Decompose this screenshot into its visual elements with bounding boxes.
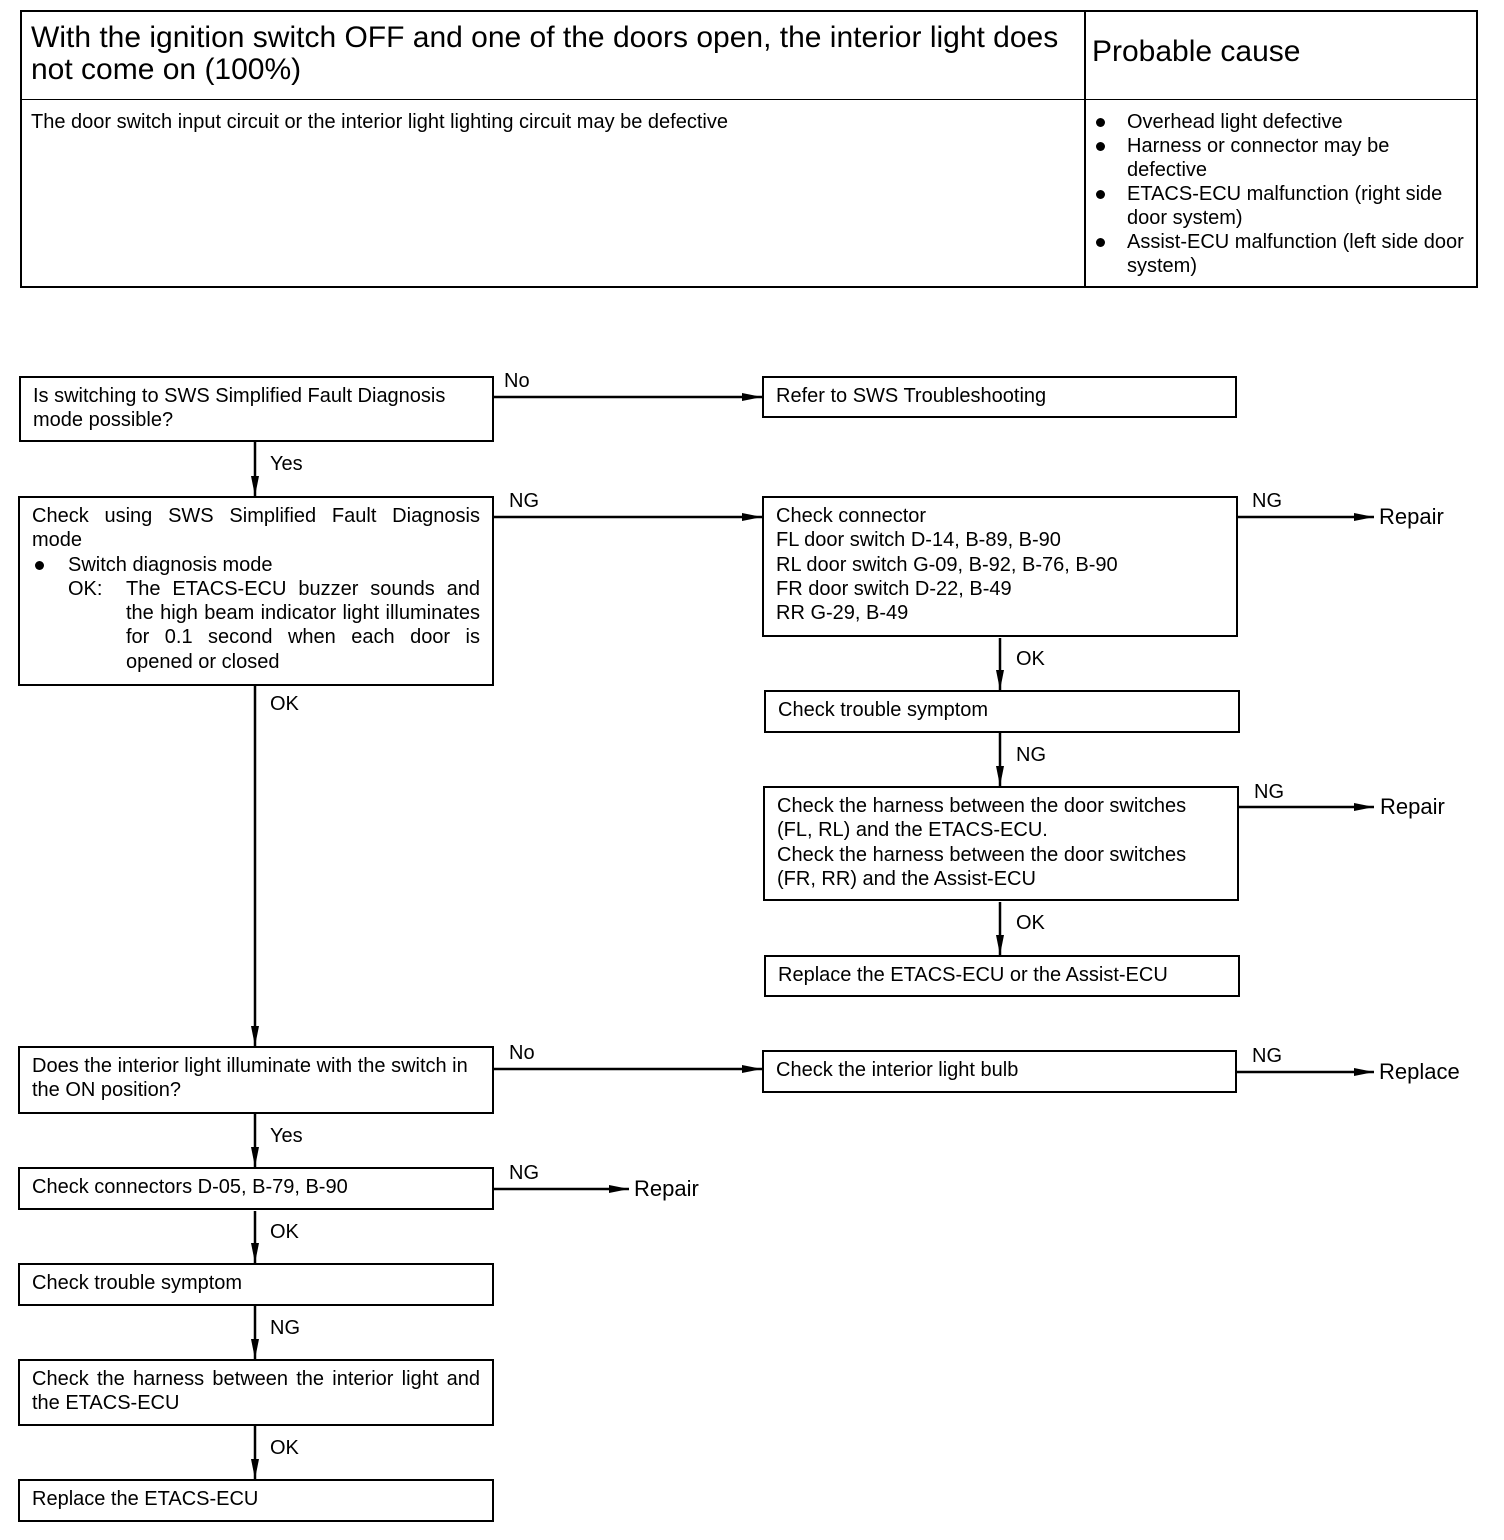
label-no: No [504,370,530,392]
check-connector-box: Check connector FL door switch D-14, B-8… [762,496,1238,637]
label-ok: OK [1016,648,1045,670]
cause-item: ETACS-ECU malfunction (right side door s… [1092,182,1470,230]
cause-item: Assist-ECU malfunction (left side door s… [1092,230,1470,278]
check-sws-mode-box: Check using SWS Simplified Fault Diagnos… [18,496,494,686]
symptom-table: With the ignition switch OFF and one of … [20,10,1478,288]
symptom-title: With the ignition switch OFF and one of … [31,21,1059,86]
probable-cause-list: Overhead light defective Harness or conn… [1092,110,1470,278]
cause-item: Harness or connector may be defective [1092,134,1470,182]
label-ng: NG [509,490,539,512]
table-divider-vertical [1084,12,1086,286]
probable-cause-heading: Probable cause [1092,35,1301,68]
question-interior-light: Does the interior light illuminate with … [18,1046,494,1114]
label-ng: NG [1254,781,1284,803]
label-ng: NG [270,1317,300,1339]
endpoint-replace: Replace [1379,1059,1460,1084]
label-ng: NG [1252,1045,1282,1067]
label-ok: OK [270,1221,299,1243]
label-yes: Yes [270,453,303,475]
question-sws-mode: Is switching to SWS Simplified Fault Dia… [19,376,494,442]
replace-etacs-ecu: Replace the ETACS-ECU [18,1479,494,1522]
endpoint-repair: Repair [1379,504,1444,529]
check-trouble-symptom-right: Check trouble symptom [764,690,1240,733]
label-yes: Yes [270,1125,303,1147]
check-harness-door-switches: Check the harness between the door switc… [763,786,1239,901]
check-sws-ok-row: OK: The ETACS-ECU buzzer sounds and the … [68,577,480,673]
endpoint-repair: Repair [1380,794,1445,819]
endpoint-repair: Repair [634,1176,699,1201]
check-interior-light-bulb: Check the interior light bulb [762,1050,1237,1093]
table-divider-horizontal [22,99,1476,100]
label-ng: NG [509,1162,539,1184]
label-ok: OK [270,693,299,715]
check-connectors-left: Check connectors D-05, B-79, B-90 [18,1167,494,1210]
label-no: No [509,1042,535,1064]
refer-sws-troubleshooting: Refer to SWS Troubleshooting [762,376,1237,418]
replace-etacs-or-assist: Replace the ETACS-ECU or the Assist-ECU [764,955,1240,997]
label-ok: OK [1016,912,1045,934]
label-ng: NG [1016,744,1046,766]
label-ng: NG [1252,490,1282,512]
check-trouble-symptom-left: Check trouble symptom [18,1263,494,1306]
symptom-description: The door switch input circuit or the int… [31,111,728,133]
check-harness-interior-light: Check the harness between the interior l… [18,1359,494,1426]
label-ok: OK [270,1437,299,1459]
cause-item: Overhead light defective [1092,110,1470,134]
check-sws-bullet: Switch diagnosis mode [32,553,480,577]
